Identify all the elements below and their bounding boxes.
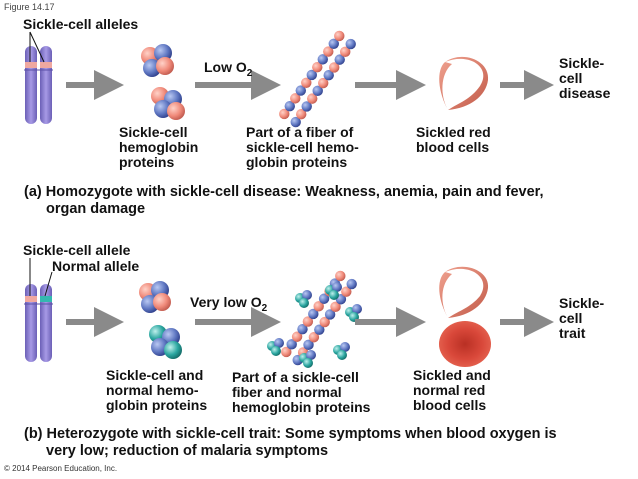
very-low-o2-label: Very low O2 (190, 294, 268, 314)
caption-letter-b: (b) (24, 426, 43, 442)
caption-letter-a: (a) (24, 184, 42, 200)
copyright-notice: © 2014 Pearson Education, Inc. (4, 464, 118, 473)
sickle-alleles-label: Sickle-cell alleles (23, 16, 139, 32)
label-proteins-b: Sickle-cell and normal hemo- globin prot… (106, 367, 208, 413)
normal-allele-label: Normal allele (52, 258, 140, 274)
caption-a: (a) Homozygote with sickle-cell disease:… (24, 184, 544, 217)
sickle-allele-label: Sickle-cell allele (23, 242, 131, 258)
sickle-protein-cluster-a2 (151, 87, 185, 120)
free-normal-proteins (267, 282, 362, 368)
normal-red-cell (439, 321, 491, 367)
sickle-fiber-a (279, 30, 356, 128)
outcome-a: Sickle- cell disease (559, 55, 611, 101)
low-o2-label: Low O2 (204, 59, 253, 79)
chromosome-pair-a (24, 46, 53, 124)
label-fiber-b: Part of a sickle-cell fiber and normal h… (232, 369, 371, 415)
chromosome-pair-b (24, 284, 53, 362)
normal-protein-cluster-b (149, 325, 182, 359)
sickled-cell-b (439, 266, 489, 318)
sickle-protein-cluster-b (139, 281, 171, 313)
label-proteins-a: Sickle-cell hemoglobin proteins (119, 124, 199, 170)
label-cells-b: Sickled and normal red blood cells (413, 367, 491, 413)
label-fiber-a: Part of a fiber of sickle-cell hemo- glo… (246, 124, 359, 170)
sickle-fiber-b (281, 270, 357, 366)
figure-label: Figure 14.17 (4, 2, 55, 12)
label-cells-a: Sickled red blood cells (416, 124, 491, 155)
sickled-cell-a (439, 56, 489, 110)
sickle-protein-cluster-a1 (141, 44, 174, 77)
caption-b: (b) Heterozygote with sickle-cell trait:… (24, 426, 557, 459)
outcome-b: Sickle- cell trait (559, 295, 605, 341)
